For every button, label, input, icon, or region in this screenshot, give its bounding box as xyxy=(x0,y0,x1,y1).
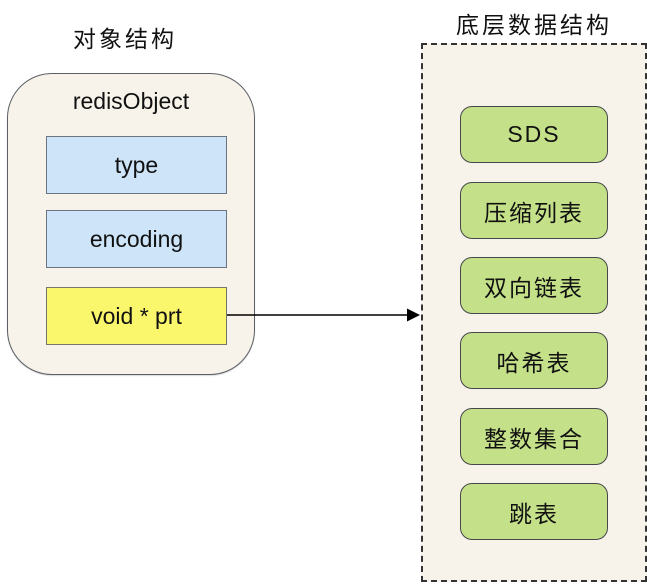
ds-box-hashtable: 哈希表 xyxy=(460,332,608,389)
pointer-arrow-icon xyxy=(227,308,420,322)
ds-box-intset: 整数集合 xyxy=(460,408,608,465)
data-structures-container: SDS 压缩列表 双向链表 哈希表 整数集合 跳表 xyxy=(421,43,647,582)
redis-object-label: redisObject xyxy=(72,88,190,114)
right-panel-title: 底层数据结构 xyxy=(456,12,612,38)
ds-box-ziplist: 压缩列表 xyxy=(460,182,608,239)
field-void-ptr: void * prt xyxy=(46,287,227,345)
field-type: type xyxy=(46,136,227,194)
ds-box-skiplist: 跳表 xyxy=(460,483,608,540)
ds-box-sds: SDS xyxy=(460,106,608,163)
ds-box-linkedlist: 双向链表 xyxy=(460,257,608,314)
left-panel-title: 对象结构 xyxy=(73,26,177,52)
field-encoding: encoding xyxy=(46,210,227,268)
